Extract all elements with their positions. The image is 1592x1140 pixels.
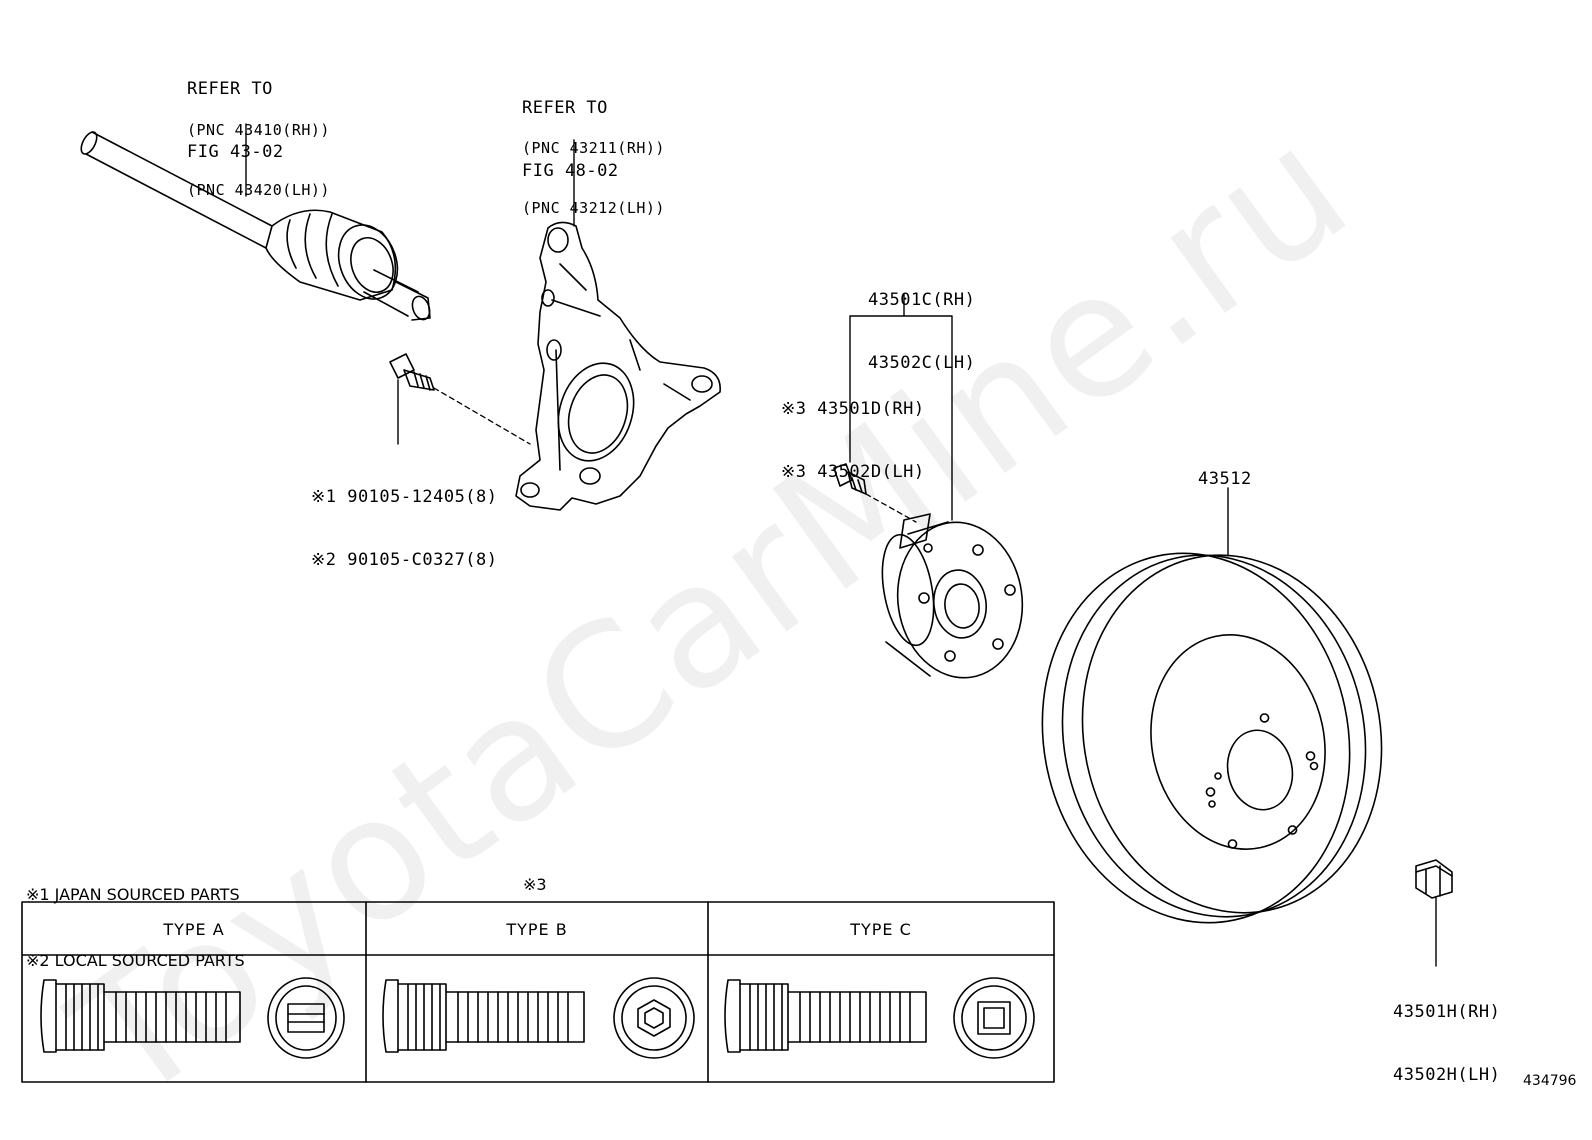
- knuckle-pnc: (PNC 43211(RH)) (PNC 43212(LH)): [522, 98, 665, 238]
- bolt-label: ※1 90105-12405(8) ※2 90105-C0327(8): [311, 445, 498, 592]
- nut-label: 43501H(RH) 43502H(LH): [1393, 960, 1500, 1107]
- knuckle-bolt-illustration: [389, 353, 531, 445]
- type-c-stud-illustration: [724, 977, 1035, 1059]
- hub-bolt-part-rh: ※3 43501D(RH): [781, 399, 925, 419]
- drive-shaft-pnc: (PNC 43410(RH)) (PNC 43420(LH)): [187, 80, 330, 220]
- drive-shaft-ref-line2: FIG 43-02: [187, 142, 284, 162]
- type-b-stud-illustration: [382, 977, 695, 1059]
- type-a-stud-illustration: [40, 977, 345, 1059]
- figure-number: 434796: [1523, 1073, 1577, 1089]
- hub-leader: [849, 293, 953, 521]
- notes: ※1 JAPAN SOURCED PARTS ※2 LOCAL SOURCED …: [26, 840, 245, 994]
- nut-illustration: [1415, 859, 1453, 967]
- hub-label: 43501C(RH) 43502C(LH): [868, 248, 975, 395]
- type-table: [21, 901, 1055, 1083]
- type-a-header: TYPE A: [163, 920, 225, 939]
- knuckle-ref-line1: REFER TO: [522, 98, 608, 118]
- drive-shaft-illustration: [80, 123, 431, 321]
- drive-shaft-label: REFER TO FIG 43-02: [187, 37, 284, 184]
- hub-bolt-label: ※3 43501D(RH) ※3 43502D(LH): [781, 357, 925, 504]
- nut-part-lh: 43502H(LH): [1393, 1065, 1501, 1085]
- nut-part-rh: 43501H(RH): [1393, 1002, 1501, 1022]
- bolt-part-local: ※2 90105-C0327(8): [311, 550, 498, 570]
- type-c-header: TYPE C: [850, 920, 912, 939]
- hub-part-rh: 43501C(RH): [868, 290, 976, 310]
- drive-shaft-pnc-rh: (PNC 43410(RH)): [187, 121, 330, 139]
- type-b-header: TYPE B: [506, 920, 568, 939]
- table-marker: ※3: [523, 875, 547, 894]
- hub-bolt-part-lh: ※3 43502D(LH): [781, 462, 925, 482]
- drive-shaft-pnc-lh: (PNC 43420(LH)): [187, 181, 330, 199]
- knuckle-ref-line2: FIG 48-02: [522, 161, 619, 181]
- knuckle-label: REFER TO FIG 48-02: [522, 56, 619, 203]
- hub-part-lh: 43502C(LH): [868, 353, 976, 373]
- knuckle-pnc-rh: (PNC 43211(RH)): [522, 139, 665, 157]
- brake-disc-illustration: [1041, 487, 1383, 924]
- note-local-sourced: ※2 LOCAL SOURCED PARTS: [26, 951, 245, 970]
- knuckle-pnc-lh: (PNC 43212(LH)): [522, 199, 665, 217]
- note-japan-sourced: ※1 JAPAN SOURCED PARTS: [26, 885, 240, 904]
- disc-label: 43512: [1198, 469, 1252, 489]
- steering-knuckle-illustration: [515, 139, 721, 511]
- hub-assembly-illustration: [881, 513, 1024, 679]
- bolt-part-japan: ※1 90105-12405(8): [311, 487, 498, 507]
- parts-diagram: [21, 123, 1453, 1083]
- drive-shaft-ref-line1: REFER TO: [187, 79, 273, 99]
- hub-bolt-illustration: [833, 463, 917, 523]
